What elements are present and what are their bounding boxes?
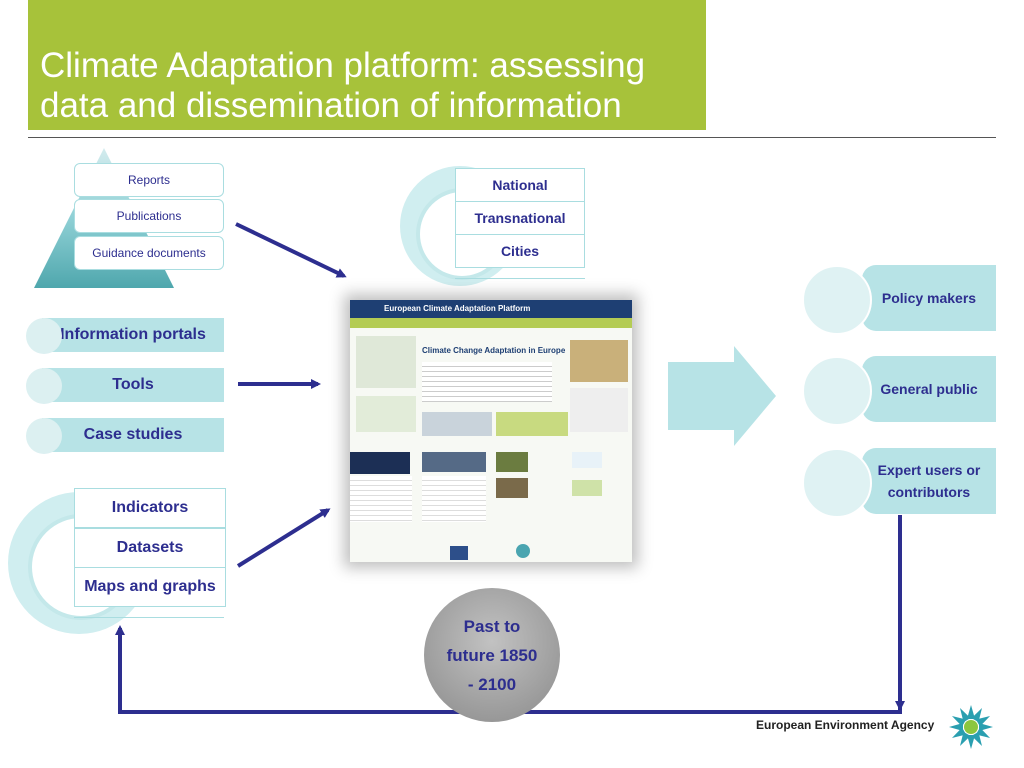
source-information-portals: Information portals — [42, 318, 224, 352]
pyramid-item-guidance: Guidance documents — [74, 236, 224, 270]
source-circle-3 — [26, 418, 62, 454]
scale-transnational: Transnational — [455, 201, 585, 235]
audience-expert-users: Expert users or contributors — [862, 448, 996, 514]
scale-national: National — [455, 168, 585, 202]
audience-circle-3 — [802, 448, 872, 518]
scale-stack-lines — [455, 267, 585, 279]
audience-circle-1 — [802, 265, 872, 335]
screenshot-event-photo — [422, 452, 486, 472]
screenshot-nav — [350, 318, 632, 328]
eea-logo-icon — [949, 705, 993, 749]
screenshot-footer-logo-1 — [450, 546, 468, 560]
big-arrow-to-audience — [668, 346, 776, 446]
pyramid-item-reports: Reports — [74, 163, 224, 197]
timeframe-line-2: future 1850 — [446, 645, 538, 665]
audience-general-public: General public — [862, 356, 996, 422]
screenshot-body-text — [422, 362, 552, 402]
scale-cities: Cities — [455, 234, 585, 268]
screenshot-footer-logo-2 — [516, 544, 530, 558]
screenshot-image-1 — [356, 336, 416, 388]
arrow-data-to-platform — [236, 508, 331, 568]
pyramid-item-publications: Publications — [74, 199, 224, 233]
timeframe-line-3: - 2100 — [467, 674, 517, 694]
screenshot-sector-photo — [496, 452, 528, 472]
screenshot-header-text: European Climate Adaptation Platform — [384, 304, 531, 313]
screenshot-wise-logo — [572, 452, 602, 468]
title-rule — [28, 137, 996, 138]
screenshot-search-box — [496, 412, 568, 436]
agency-name: European Environment Agency — [756, 718, 935, 732]
data-stack-lines — [74, 606, 224, 618]
title-banner — [28, 0, 706, 130]
source-tools: Tools — [42, 368, 224, 402]
audience-policy-makers: Policy makers — [862, 265, 996, 331]
screenshot-country — [356, 396, 416, 432]
screenshot-water-photo — [496, 478, 528, 498]
screenshot-events-img — [422, 412, 492, 436]
screenshot-map — [570, 340, 628, 382]
source-case-studies: Case studies — [42, 418, 224, 452]
source-circle-2 — [26, 368, 62, 404]
screenshot-headline: Climate Change Adaptation in Europe — [422, 346, 566, 355]
data-indicators: Indicators — [74, 488, 226, 528]
timeframe-line-1: Past to — [463, 616, 521, 636]
screenshot-biodiversity — [572, 480, 602, 496]
screenshot-news-list — [350, 476, 412, 522]
screenshot-header: European Climate Adaptation Platform — [350, 300, 632, 318]
slide-title: Climate Adaptation platform: assessing d… — [40, 46, 646, 125]
audience-circle-2 — [802, 356, 872, 426]
arrow-publications-to-platform — [235, 222, 347, 278]
screenshot-events-list — [422, 476, 486, 522]
timeframe-circle: Past to future 1850 - 2100 — [424, 588, 560, 722]
platform-screenshot: European Climate Adaptation Platform Cli… — [350, 300, 632, 562]
screenshot-earth — [350, 452, 410, 474]
data-datasets: Datasets — [74, 528, 226, 568]
source-circle-1 — [26, 318, 62, 354]
screenshot-share — [570, 388, 628, 432]
